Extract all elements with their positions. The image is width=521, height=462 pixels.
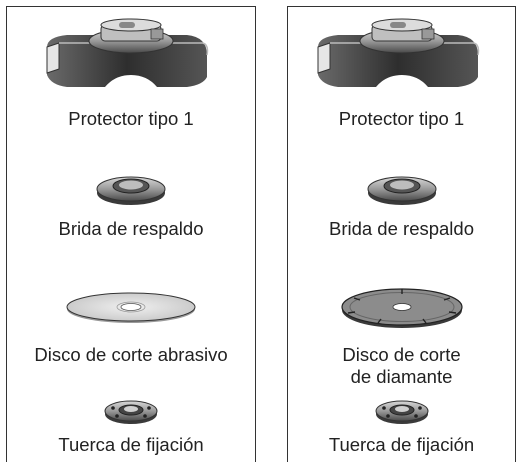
- left-panel: Protector tipo 1 Brida de respaldo Disco…: [6, 6, 256, 462]
- backing-flange-illustration: [367, 176, 437, 205]
- disc-label-line1: Disco de corte: [342, 344, 461, 365]
- disc-label: Disco de corte abrasivo: [34, 344, 228, 365]
- locking-nut-illustration: [375, 400, 429, 424]
- flange-label: Brida de respaldo: [58, 218, 204, 239]
- guard-type1-illustration: [317, 18, 480, 87]
- right-panel: Protector tipo 1 Brida de respaldo Disco…: [287, 6, 516, 462]
- nut-label: Tuerca de fijación: [328, 434, 475, 455]
- abrasive-disc-illustration: [66, 292, 196, 323]
- disc-label-line2: de diamante: [350, 366, 453, 387]
- flange-label: Brida de respaldo: [328, 218, 474, 239]
- locking-nut-illustration: [104, 400, 158, 424]
- nut-label: Tuerca de fijación: [58, 434, 204, 455]
- diamond-disc-illustration: [341, 288, 463, 328]
- backing-flange-illustration: [96, 176, 166, 205]
- guard-label: Protector tipo 1: [338, 108, 465, 129]
- guard-label: Protector tipo 1: [68, 108, 194, 129]
- guard-type1-illustration: [46, 18, 209, 87]
